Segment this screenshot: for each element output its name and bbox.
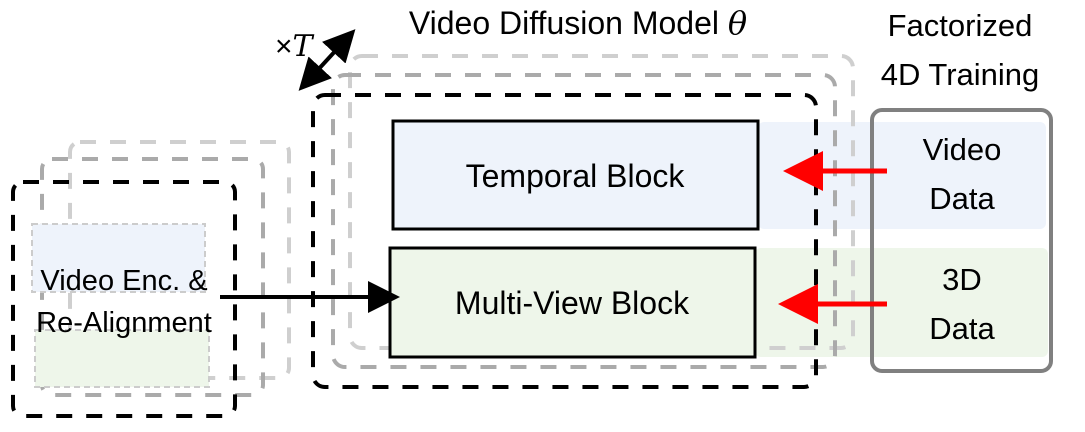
encoder-layer-front <box>11 180 237 418</box>
training-title-line1: Factorized <box>888 8 1033 43</box>
temporal-block-label: Temporal Block <box>466 158 686 194</box>
encoder-3d-slot <box>34 329 210 388</box>
3d-data-line1: 3D <box>942 262 982 297</box>
video-data-line1: Video <box>923 132 1002 167</box>
model-layer-mid <box>331 73 837 369</box>
temporal-block <box>391 119 760 231</box>
encoder-video-slot <box>31 223 206 293</box>
encoder-layer-mid <box>40 157 265 397</box>
repeat-label: ×T <box>275 29 315 64</box>
video-data-line2: Data <box>929 181 995 216</box>
encoder-label-line1: Video Enc. & <box>40 265 207 297</box>
training-data-box <box>870 108 1053 373</box>
3d-data-line2: Data <box>929 311 995 346</box>
3d-data-band <box>755 248 1048 357</box>
model-layer-front <box>311 93 818 389</box>
encoder-label-line2: Re-Alignment <box>36 307 212 339</box>
model-title: Video Diffusion Model θ <box>409 4 747 42</box>
multiview-block-label: Multi-View Block <box>455 285 690 321</box>
training-title-line2: 4D Training <box>881 57 1040 92</box>
video-data-band <box>758 122 1046 229</box>
multiview-block <box>388 246 757 359</box>
repeat-double-arrow <box>298 29 356 91</box>
